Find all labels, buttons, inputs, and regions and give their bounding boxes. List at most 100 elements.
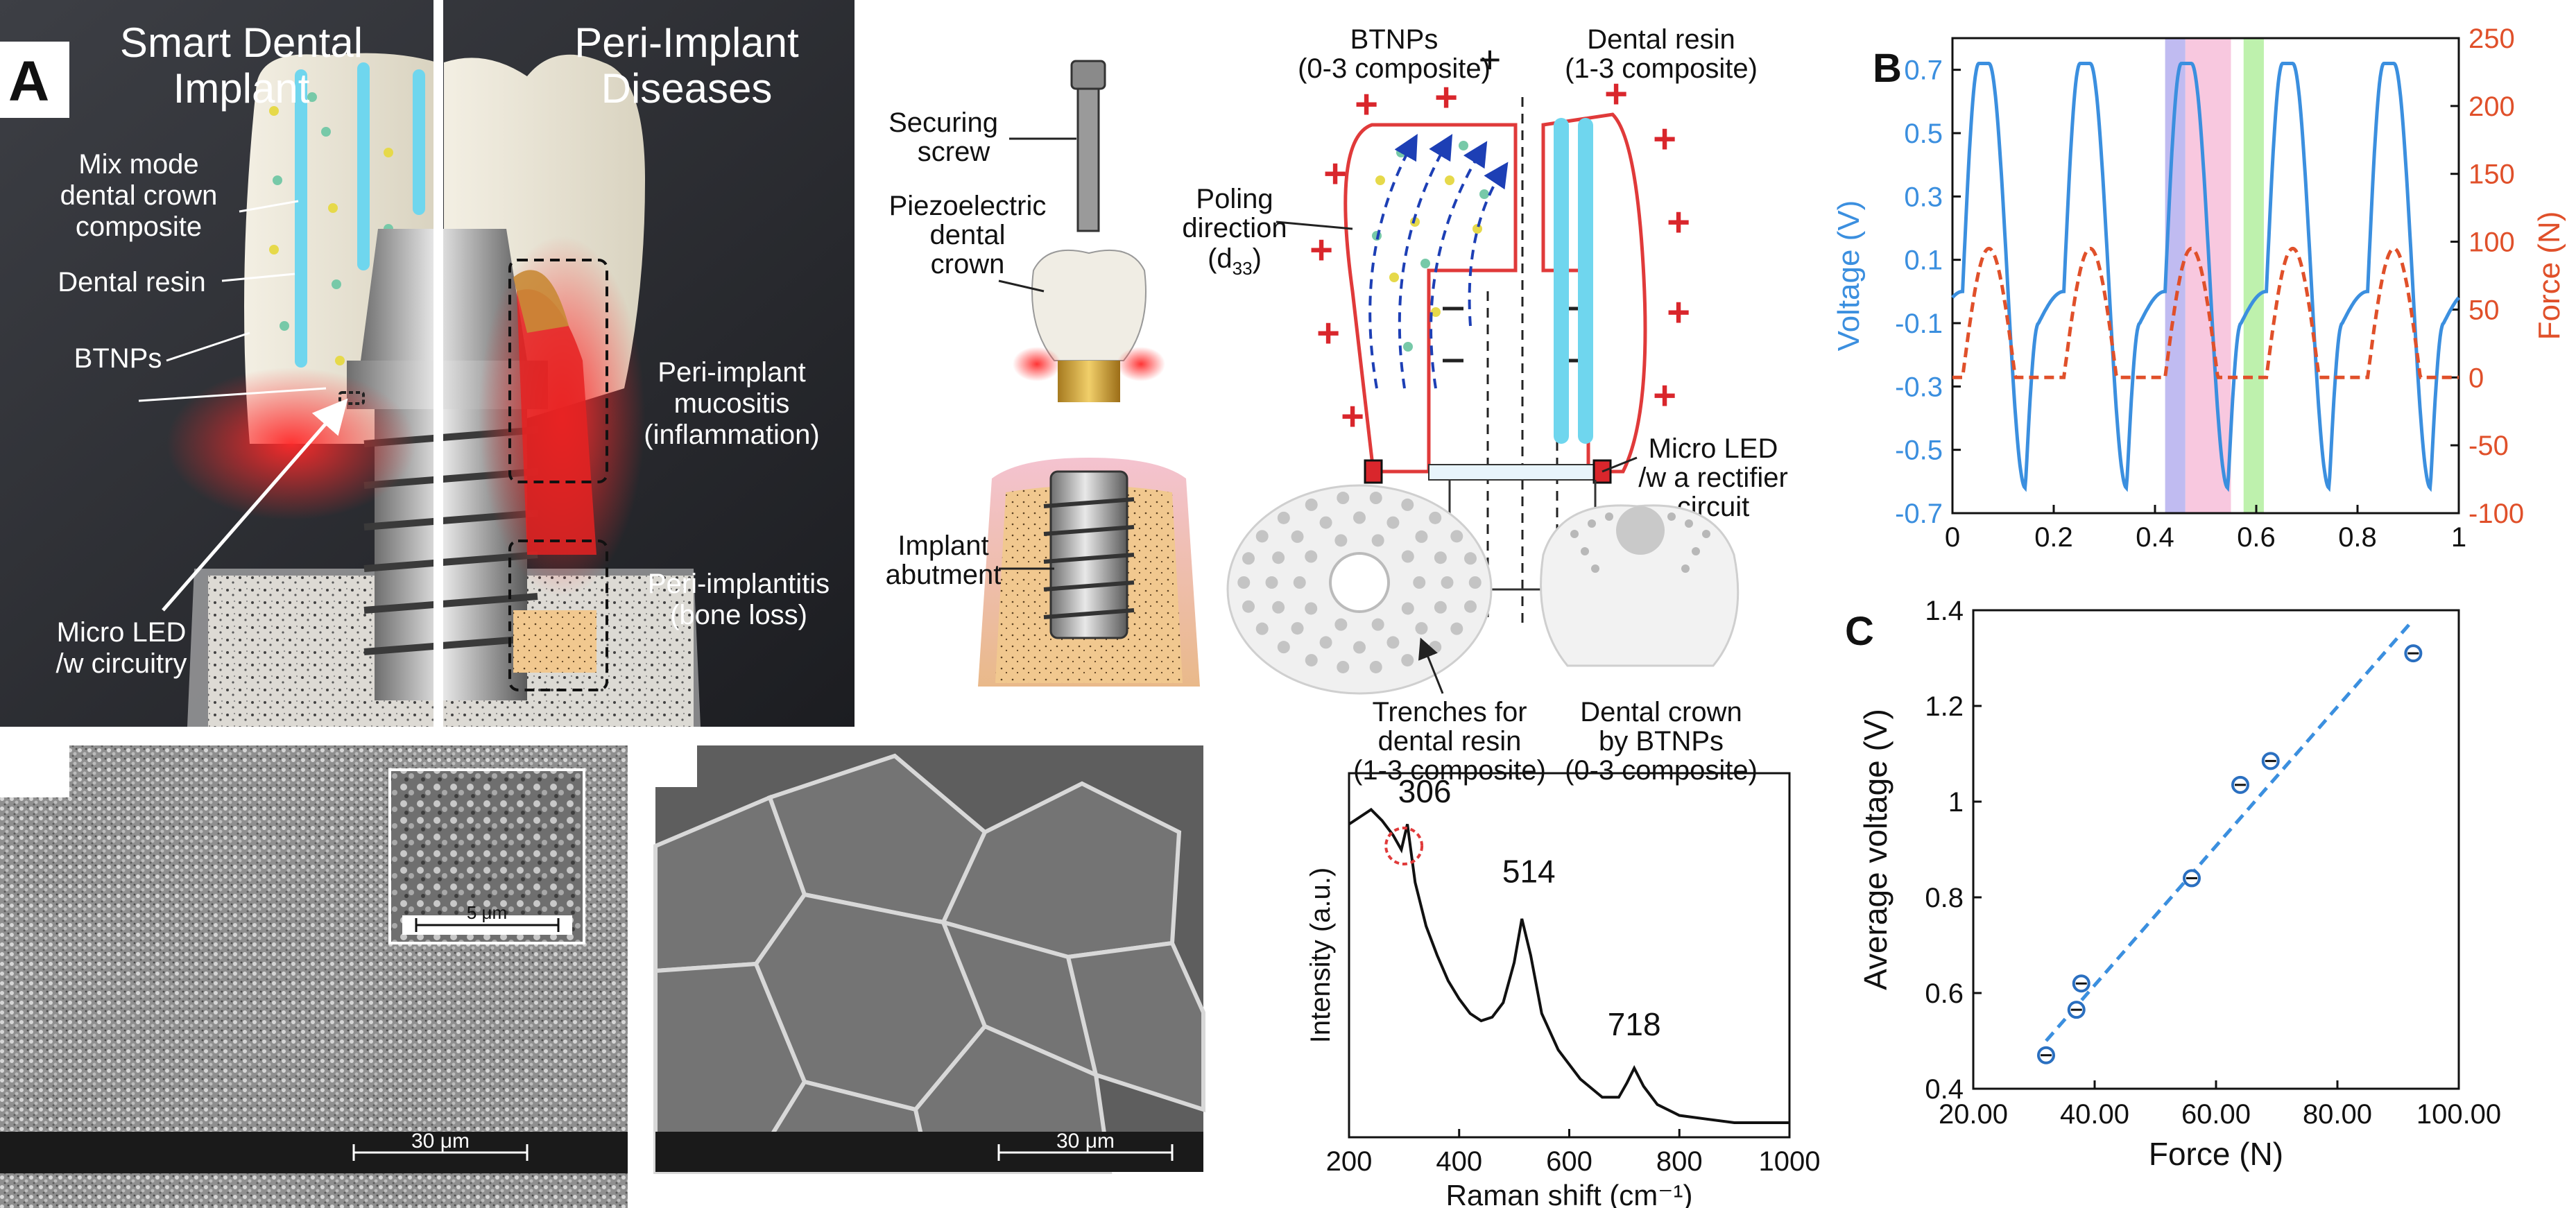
raman-x-tick-label: 200	[1326, 1146, 1373, 1177]
mucositis-label-2: mucositis	[674, 388, 790, 419]
trench-label-2: dental resin	[1378, 726, 1522, 757]
trench-hole	[1291, 530, 1304, 543]
trench-hole	[1450, 622, 1463, 635]
plus-mark: +	[1434, 75, 1458, 120]
trench-hole	[1305, 602, 1318, 615]
raman-peak-highlight	[1384, 827, 1424, 865]
chart-b-y2-tick-label: 50	[2468, 295, 2500, 325]
chart-c-x-tick-label: 80.00	[2303, 1099, 2372, 1130]
chart-b-y2-axis-label: Force (N)	[2532, 212, 2566, 340]
trench-hole	[1463, 600, 1477, 613]
trench-hole	[1255, 530, 1269, 543]
plus-mark: +	[1316, 311, 1340, 356]
plus-mark: +	[1323, 151, 1347, 196]
btnps-composite-label-1: BTNPs	[1350, 24, 1439, 55]
chart-b-y2-tick-label: 0	[2468, 363, 2484, 393]
trench-hole	[1277, 511, 1290, 524]
peri-implant-title-2: Diseases	[601, 65, 773, 112]
trench-hole	[1371, 618, 1384, 631]
mix-mode-label-1: Mix mode	[78, 149, 198, 180]
piezo-crown-label-2: dental	[930, 220, 1006, 250]
crown-top-render	[1226, 484, 1493, 695]
trench-hole	[1291, 622, 1304, 635]
raman-spectrum-line	[1348, 807, 1789, 1124]
chart-b-y-tick-label: -0.7	[1895, 499, 1943, 529]
sem-left-scale: 30 μm	[411, 1130, 470, 1153]
trench-hole	[1272, 551, 1285, 564]
exploded-implant-view	[978, 60, 1200, 687]
voltage-series-line	[1951, 62, 2460, 492]
highlight-band	[2243, 38, 2264, 513]
trench-hole	[1434, 601, 1447, 614]
trench-hole	[1434, 551, 1447, 564]
chart-b-y2-tick-label: 100	[2468, 227, 2515, 258]
sem-image-grains	[653, 745, 1205, 1174]
trench-hole	[1441, 576, 1454, 589]
crown-label-1: Dental crown	[1580, 697, 1742, 727]
led-rectifier-label-1: Micro LED	[1649, 433, 1778, 464]
btnps-composite-label-2: (0-3 composite)	[1298, 53, 1491, 84]
chart-c-y-tick-label: 0.6	[1925, 978, 1964, 1009]
implantitis-label-1: Peri-implantitis	[648, 569, 830, 599]
trench-hole	[1353, 511, 1366, 524]
micro-led-label-2: /w circuitry	[56, 648, 187, 679]
crown-label-3: (0-3 composite)	[1565, 755, 1758, 786]
trench-hole	[1265, 576, 1278, 589]
raman-x-tick-label: 600	[1546, 1146, 1592, 1177]
chart-c-x-tick-label: 60.00	[2181, 1099, 2251, 1130]
chart-c-x-tick-label: 100.00	[2416, 1099, 2501, 1130]
trench-hole	[1369, 660, 1382, 673]
trench-hole	[1386, 636, 1400, 649]
trench-label-3: (1-3 composite)	[1353, 755, 1546, 786]
chart-c-y-tick-label: 1	[1948, 787, 1964, 818]
trench-hole	[1305, 498, 1318, 511]
mix-mode-label-2: dental crown	[60, 180, 218, 211]
raman-plot-frame	[1348, 772, 1791, 1139]
plus-mark: +	[1355, 82, 1378, 127]
trench-hole	[1429, 511, 1442, 524]
abutment-label-2: abutment	[886, 560, 1002, 590]
chart-c-y-axis-label: Average voltage (V)	[1857, 709, 1894, 990]
raman-peak-label: 306	[1398, 773, 1452, 809]
sem-inset	[388, 768, 585, 944]
trench-hole	[1319, 516, 1332, 529]
chart-b-y-tick-label: -0.1	[1895, 309, 1943, 339]
dental-resin-label: Dental resin	[58, 267, 205, 297]
trench-hole	[1337, 492, 1350, 505]
trench-hole	[1401, 654, 1414, 667]
trench-hole	[1386, 516, 1400, 529]
chart-b-y-tick-label: 0.1	[1904, 245, 1943, 276]
resin-composite-label-1: Dental resin	[1587, 24, 1735, 55]
plus-mark: +	[1604, 71, 1628, 117]
trench-hole	[1277, 641, 1290, 654]
mix-mode-label-3: composite	[76, 212, 202, 242]
panel-b-letter: B	[1873, 46, 1902, 91]
chart-b-y2-tick-label: 200	[2468, 92, 2515, 122]
chart-b-y-tick-label: 0.7	[1904, 55, 1943, 86]
chart-c-x-tick-label: 20.00	[1939, 1099, 2008, 1130]
raman-peak-label: 718	[1608, 1006, 1661, 1042]
poling-label-2: direction	[1182, 213, 1287, 243]
trench-hole	[1255, 622, 1269, 635]
raman-x-axis-label: Raman shift (cm⁻¹)	[1446, 1179, 1693, 1208]
trench-hole	[1353, 641, 1366, 654]
panel-a-letter: A	[8, 50, 49, 113]
crown-cross-section: + + + + + + + + + + +	[1276, 71, 1690, 624]
chart-b-y-tick-label: -0.3	[1895, 372, 1943, 402]
micro-led-label-1: Micro LED	[57, 617, 187, 648]
trench-hole	[1242, 600, 1255, 613]
chart-c-y-tick-label: 0.4	[1925, 1074, 1964, 1105]
plus-mark: +	[1310, 227, 1333, 273]
chart-c-frame	[1972, 609, 2460, 1090]
trench-hole	[1415, 622, 1428, 635]
trench-hole	[1401, 498, 1414, 511]
sem-image-nanoparticles	[0, 745, 628, 1208]
plus-mark: +	[1653, 373, 1676, 418]
led-rectifier-label-2: /w a rectifier	[1638, 463, 1788, 493]
chart-b-x-tick-label: 0.8	[2338, 522, 2377, 553]
chart-b-y-tick-label: 0.3	[1904, 182, 1943, 212]
crown-label-2: by BTNPs	[1599, 726, 1724, 757]
securing-screw-label-1: Securing	[888, 107, 998, 138]
